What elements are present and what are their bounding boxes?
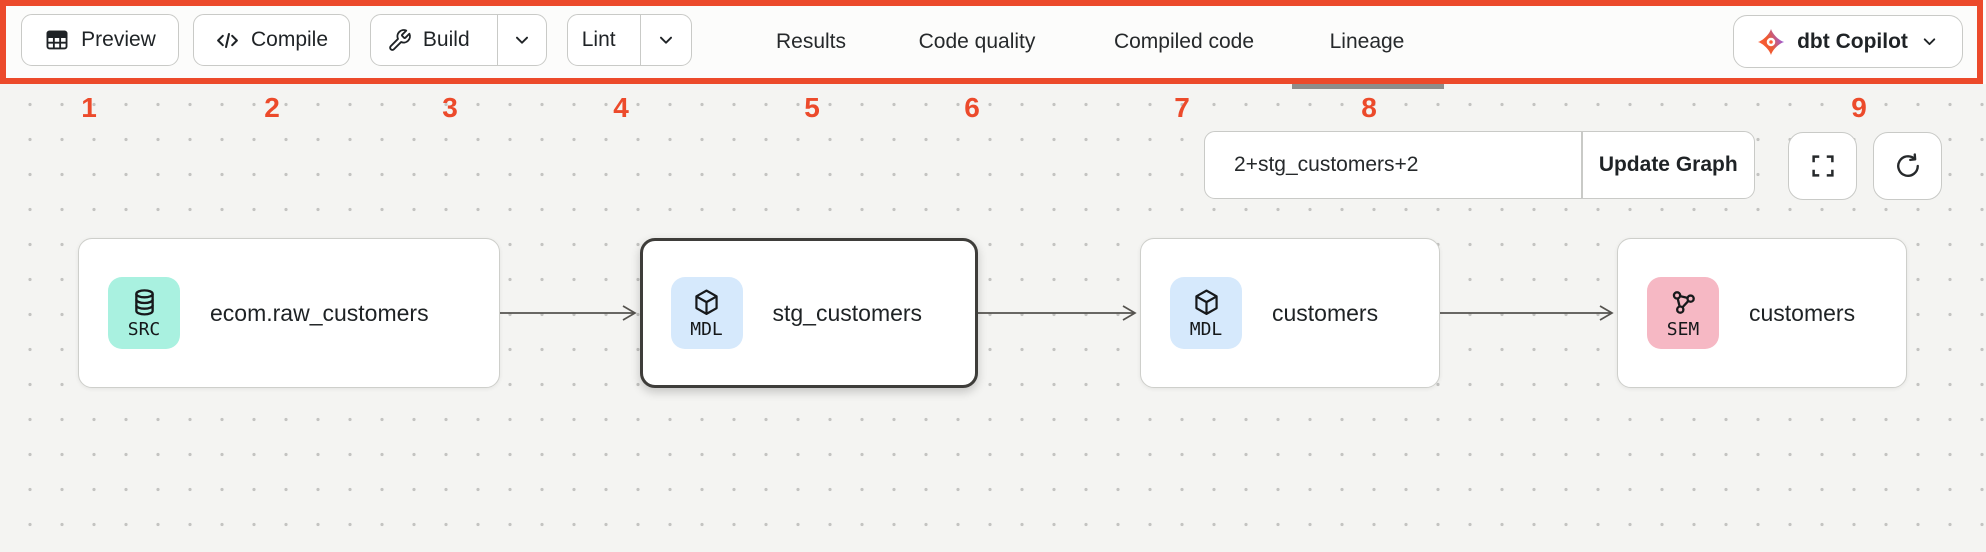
chevron-down-icon xyxy=(1919,31,1940,52)
node-label: stg_customers xyxy=(772,299,923,326)
tab-code-quality[interactable]: Code quality xyxy=(918,30,1036,53)
cube-icon xyxy=(691,287,722,318)
dbt-logo-icon xyxy=(1756,27,1786,57)
annotation-number-3: 3 xyxy=(442,92,458,123)
tab-results[interactable]: Results xyxy=(775,30,847,53)
annotation-number-9: 9 xyxy=(1851,92,1867,123)
src-badge: SRC xyxy=(108,277,180,349)
build-button-group: Build xyxy=(370,14,547,66)
node-label: customers xyxy=(1749,299,1856,326)
tab-compiled-code[interactable]: Compiled code xyxy=(1113,30,1255,53)
sem-badge: SEM xyxy=(1647,277,1719,349)
annotation-number-7: 7 xyxy=(1174,92,1190,123)
wrench-icon xyxy=(387,28,412,53)
preview-button[interactable]: Preview xyxy=(21,14,179,66)
lineage-node-stg-customers[interactable]: MDL stg_customers xyxy=(640,238,978,388)
annotation-number-8: 8 xyxy=(1361,92,1377,123)
expand-icon xyxy=(1808,151,1838,181)
graph-selector: Update Graph xyxy=(1204,131,1755,199)
selector-input[interactable] xyxy=(1205,132,1581,198)
dbt-copilot-button[interactable]: dbt Copilot xyxy=(1733,15,1963,68)
lint-button[interactable]: Lint xyxy=(568,15,629,65)
lineage-node-ecom-raw-customers[interactable]: SRC ecom.raw_customers xyxy=(78,238,500,388)
annotation-number-4: 4 xyxy=(613,92,629,123)
refresh-icon xyxy=(1893,151,1923,181)
cube-icon xyxy=(1191,287,1222,318)
badge-label: SRC xyxy=(127,319,161,340)
refresh-button[interactable] xyxy=(1873,132,1942,200)
lineage-node-customers-model[interactable]: MDL customers xyxy=(1140,238,1440,388)
lint-dropdown-button[interactable] xyxy=(640,15,691,65)
preview-label: Preview xyxy=(81,28,156,51)
build-label: Build xyxy=(422,28,470,51)
update-graph-button[interactable]: Update Graph xyxy=(1598,153,1738,176)
copilot-label: dbt Copilot xyxy=(1797,29,1908,53)
active-tab-indicator xyxy=(1292,84,1444,89)
tab-lineage[interactable]: Lineage xyxy=(1329,30,1405,53)
badge-label: SEM xyxy=(1666,319,1700,340)
lint-label: Lint xyxy=(581,28,616,51)
badge-label: MDL xyxy=(690,319,723,340)
mdl-badge: MDL xyxy=(670,277,743,349)
network-icon xyxy=(1668,287,1699,318)
selector-divider xyxy=(1581,132,1583,198)
chevron-down-icon xyxy=(511,29,533,51)
node-label: customers xyxy=(1272,299,1379,326)
fullscreen-button[interactable] xyxy=(1788,132,1857,200)
lint-button-group: Lint xyxy=(567,14,692,66)
node-label: ecom.raw_customers xyxy=(210,299,429,326)
chevron-down-icon xyxy=(655,29,677,51)
annotation-number-2: 2 xyxy=(264,92,280,123)
build-dropdown-button[interactable] xyxy=(496,15,546,65)
annotation-number-6: 6 xyxy=(964,92,980,123)
mdl-badge: MDL xyxy=(1170,277,1242,349)
database-icon xyxy=(129,287,160,318)
badge-label: MDL xyxy=(1189,319,1223,340)
annotation-number-5: 5 xyxy=(804,92,820,123)
compile-label: Compile xyxy=(250,28,329,51)
annotation-number-1: 1 xyxy=(81,92,97,123)
lineage-node-customers-semantic[interactable]: SEM customers xyxy=(1617,238,1907,388)
table-icon xyxy=(44,27,70,53)
build-button[interactable]: Build xyxy=(371,15,486,65)
compile-button[interactable]: Compile xyxy=(193,14,350,66)
code-icon xyxy=(215,28,240,53)
